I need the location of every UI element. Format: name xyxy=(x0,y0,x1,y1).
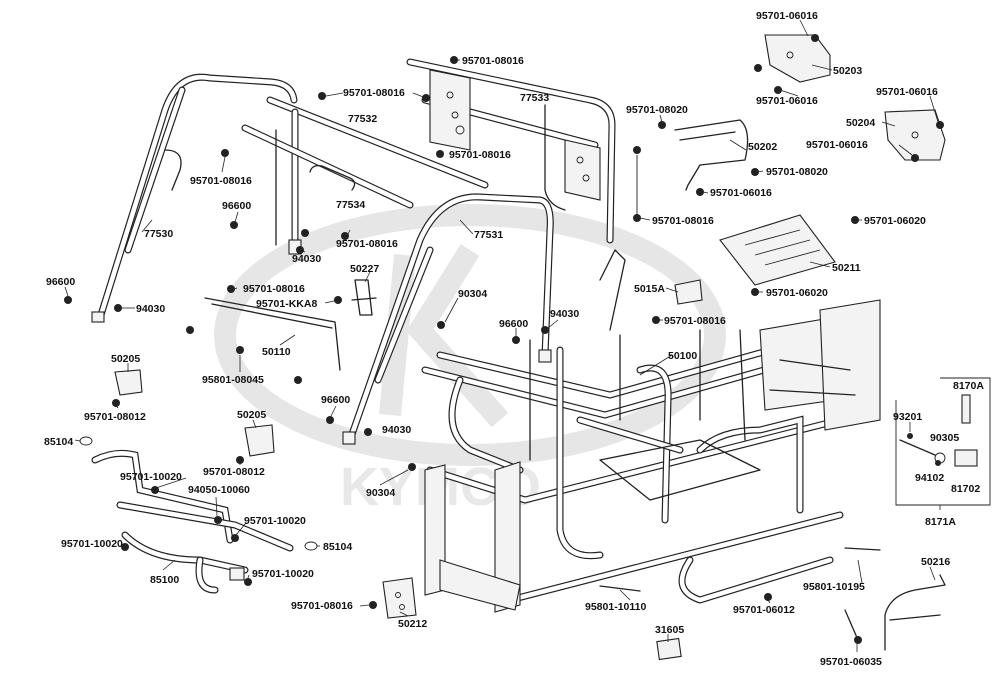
label-50227: 50227 xyxy=(350,263,379,275)
label-95701-08016-b: 95701-08016 xyxy=(343,87,405,99)
label-77534: 77534 xyxy=(336,199,365,211)
bracket-50110 xyxy=(204,297,341,371)
label-85100: 85100 xyxy=(150,574,179,586)
hitch-kit-8171A-box xyxy=(895,377,991,506)
plate-31605 xyxy=(656,637,682,661)
label-95701-08016-d: 95701-08016 xyxy=(652,215,714,227)
label-95701-06020-b: 95701-06020 xyxy=(766,287,828,299)
label-81702: 81702 xyxy=(951,483,980,495)
label-95701-10020-b: 95701-10020 xyxy=(244,515,306,527)
cross-bar-77534 xyxy=(241,124,414,246)
label-94030-a: 94030 xyxy=(292,253,321,265)
label-95701-06016-d: 95701-06016 xyxy=(806,139,868,151)
cross-bar-77532 xyxy=(266,96,489,255)
label-85104-b: 85104 xyxy=(323,541,352,553)
label-95701-08016-h-top: 95701-08016 xyxy=(664,315,726,327)
label-95701-06016-c: 95701-06016 xyxy=(876,86,938,98)
label-77532: 77532 xyxy=(348,113,377,125)
label-95701-08016-g: 95701-08016 xyxy=(243,283,305,295)
label-77530: 77530 xyxy=(144,228,173,240)
rear-roll-bar-77530 xyxy=(91,73,298,323)
label-94030-c: 94030 xyxy=(550,308,579,320)
label-50212: 50212 xyxy=(398,618,427,630)
label-96600-a: 96600 xyxy=(222,200,251,212)
label-95701-06012: 95701-06012 xyxy=(733,604,795,616)
label-94102: 94102 xyxy=(915,472,944,484)
label-95701-06016-a: 95701-06016 xyxy=(756,10,818,22)
label-95701-KKA8: 95701-KKA8 xyxy=(256,298,317,310)
label-95701-10020-a: 95701-10020 xyxy=(120,471,182,483)
label-95701-08020-a: 95701-08020 xyxy=(626,104,688,116)
label-31605: 31605 xyxy=(655,624,684,636)
label-50204: 50204 xyxy=(846,117,875,129)
label-85104-a: 85104 xyxy=(44,436,73,448)
front-roll-bar-77531 xyxy=(342,193,554,445)
label-50211: 50211 xyxy=(832,262,861,274)
label-50202: 50202 xyxy=(748,141,777,153)
fasteners xyxy=(64,34,944,644)
label-95801-10110: 95801-10110 xyxy=(585,601,646,613)
front-bumper-85100 xyxy=(91,449,294,594)
bracket-50205-a xyxy=(114,369,143,396)
label-95701-10020-c: 95701-10020 xyxy=(61,538,123,550)
label-95701-08016-h: 95701-08016 xyxy=(291,600,353,612)
label-95701-06016-e: 95701-06016 xyxy=(710,187,772,199)
label-95701-08016-f: 95701-08016 xyxy=(336,238,398,250)
bracket-50204 xyxy=(884,109,946,161)
label-95701-08016-a: 95701-08016 xyxy=(462,55,524,67)
label-50205-a: 50205 xyxy=(111,353,140,365)
label-95701-08016-e: 95701-08016 xyxy=(190,175,252,187)
label-95701-10020-d: 95701-10020 xyxy=(252,568,314,580)
label-94030-b: 94030 xyxy=(136,303,165,315)
main-chassis-50100 xyxy=(421,249,881,613)
label-95801-08045: 95801-08045 xyxy=(202,374,264,386)
bracket-50227 xyxy=(351,279,377,316)
skid-plate-50211 xyxy=(719,214,836,286)
label-90305: 90305 xyxy=(930,432,959,444)
label-95701-06020-a: 95701-06020 xyxy=(864,215,926,227)
label-95701-08016-c: 95701-08016 xyxy=(449,149,511,161)
label-96600-c: 96600 xyxy=(499,318,528,330)
part-labels: 95701-06016 50203 95701-06016 95701-0601… xyxy=(44,10,984,668)
bracket-50205-b xyxy=(244,424,275,457)
label-50110: 50110 xyxy=(262,346,291,358)
label-90304-a: 90304 xyxy=(458,288,487,300)
label-50216: 50216 xyxy=(921,556,950,568)
label-94030-d: 94030 xyxy=(382,424,411,436)
leader-lines xyxy=(64,19,941,652)
label-50205-b: 50205 xyxy=(237,409,266,421)
upper-frame-77533 xyxy=(406,58,616,244)
label-50100: 50100 xyxy=(668,350,697,362)
label-50203: 50203 xyxy=(833,65,862,77)
label-90304-b: 90304 xyxy=(366,487,395,499)
bracket-50203 xyxy=(764,34,831,83)
label-8171A: 8171A xyxy=(925,516,956,528)
label-94050-10060: 94050-10060 xyxy=(188,484,250,496)
label-96600-b: 96600 xyxy=(46,276,75,288)
label-95701-06035: 95701-06035 xyxy=(820,656,882,668)
label-77531: 77531 xyxy=(474,229,503,241)
label-5015A: 5015A xyxy=(634,283,665,295)
label-95701-08012-a: 95701-08012 xyxy=(84,411,146,423)
label-95701-08020-b: 95701-08020 xyxy=(766,166,828,178)
label-77533: 77533 xyxy=(520,92,549,104)
label-93201: 93201 xyxy=(893,411,922,423)
label-95701-06016-b: 95701-06016 xyxy=(756,95,818,107)
label-96600-d: 96600 xyxy=(321,394,350,406)
label-95801-10195: 95801-10195 xyxy=(803,581,865,593)
bracket-5015A xyxy=(674,279,703,305)
label-95701-08012-b: 95701-08012 xyxy=(203,466,265,478)
bracket-50212 xyxy=(382,577,417,619)
bracket-50216 xyxy=(884,574,946,651)
bracket-50202 xyxy=(674,119,749,191)
label-8170A: 8170A xyxy=(953,380,984,392)
